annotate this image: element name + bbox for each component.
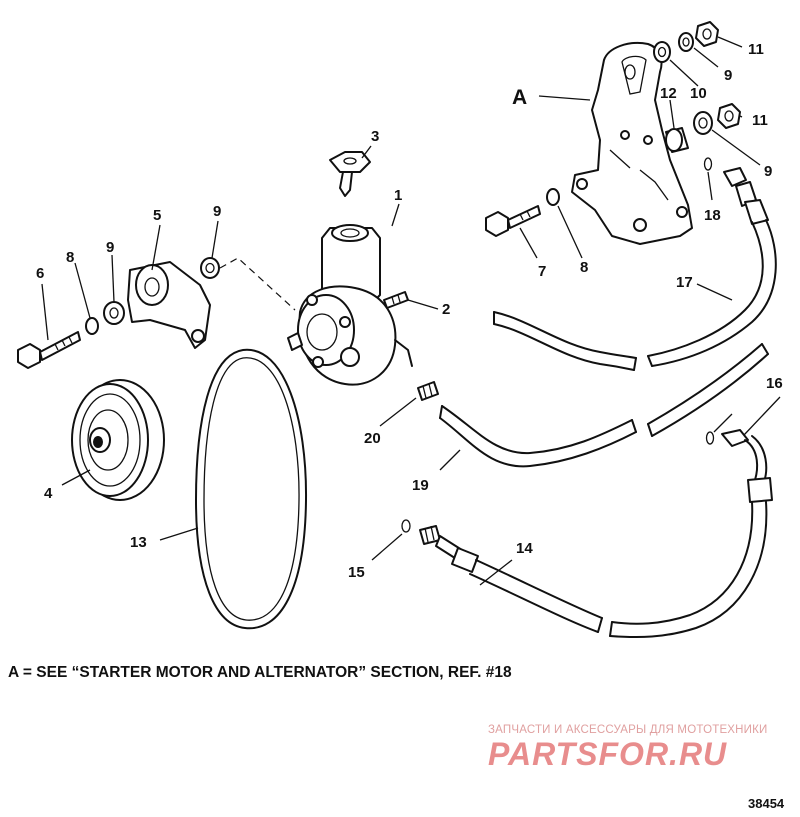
fitting-part-20	[417, 381, 439, 401]
nut-part-11-lower	[717, 103, 741, 129]
callout-8-right: 8	[580, 259, 588, 276]
callout-20: 20	[364, 430, 381, 447]
stud-part-2	[383, 291, 409, 309]
watermark-brand: PARTSFOR.RU	[488, 736, 728, 772]
watermark-tagline: ЗАПЧАСТИ И АКСЕССУАРЫ ДЛЯ МОТОТЕХНИКИ	[488, 724, 768, 736]
o-ring-part-15	[401, 519, 411, 533]
callout-18: 18	[704, 207, 721, 224]
hose-part-17	[493, 167, 777, 371]
lockwasher-part-8-right	[546, 188, 560, 206]
callout-9-center: 9	[213, 203, 221, 220]
nut-part-11-upper	[695, 21, 719, 47]
o-ring-part-18	[703, 157, 713, 171]
callout-19: 19	[412, 477, 429, 494]
callout-4: 4	[44, 485, 53, 502]
callout-12: 12	[660, 85, 677, 102]
washer-part-9-left	[103, 301, 125, 325]
spacer-part-12	[665, 127, 689, 153]
pulley-part-4	[71, 379, 165, 501]
footnote: A = SEE “STARTER MOTOR AND ALTERNATOR” S…	[8, 664, 512, 681]
callout-9-left: 9	[106, 239, 114, 256]
bracket-part-5	[127, 261, 211, 349]
callout-16: 16	[766, 375, 783, 392]
hose-part-19	[439, 343, 769, 468]
callout-10: 10	[690, 85, 707, 102]
bolt-part-6	[17, 331, 81, 369]
washer-part-9-right-upper	[678, 32, 694, 52]
drive-belt-part-13	[195, 348, 308, 630]
hose-assembly-part-14	[419, 429, 773, 639]
o-ring-part-16	[705, 431, 715, 445]
washer-part-9-right-lower	[693, 111, 713, 135]
callout-9-right-upper: 9	[724, 67, 732, 84]
bolt-part-7	[485, 205, 541, 237]
callout-8-left: 8	[66, 249, 74, 266]
callout-13: 13	[130, 534, 147, 551]
callout-11-upper: 11	[748, 41, 764, 58]
callout-9-right-lower: 9	[764, 163, 772, 180]
callout-3: 3	[371, 128, 379, 145]
callout-2: 2	[442, 301, 450, 318]
callout-labels: 1 2 3 4 5 6 7 8 8 9 9 9 9 10 11 11 12 13…	[36, 41, 783, 581]
callout-11-lower: 11	[752, 112, 768, 129]
spacer-part-9-center	[200, 257, 220, 279]
callout-7: 7	[538, 263, 546, 280]
callout-15: 15	[348, 564, 365, 581]
alignment-line	[219, 257, 296, 311]
leader-lines	[41, 36, 781, 586]
callout-5: 5	[153, 207, 161, 224]
callout-a: A	[512, 86, 527, 109]
callout-1: 1	[394, 187, 402, 204]
reservoir-cap-part-3	[329, 151, 371, 197]
figure-number: 38454	[748, 796, 785, 811]
callout-17: 17	[676, 274, 693, 291]
callout-14: 14	[516, 540, 533, 557]
lockwasher-part-8-left	[85, 317, 99, 335]
mounting-bracket-part-a	[571, 42, 693, 245]
callout-6: 6	[36, 265, 44, 282]
washer-part-10	[653, 41, 671, 63]
power-steering-pump-part-1	[287, 224, 413, 386]
